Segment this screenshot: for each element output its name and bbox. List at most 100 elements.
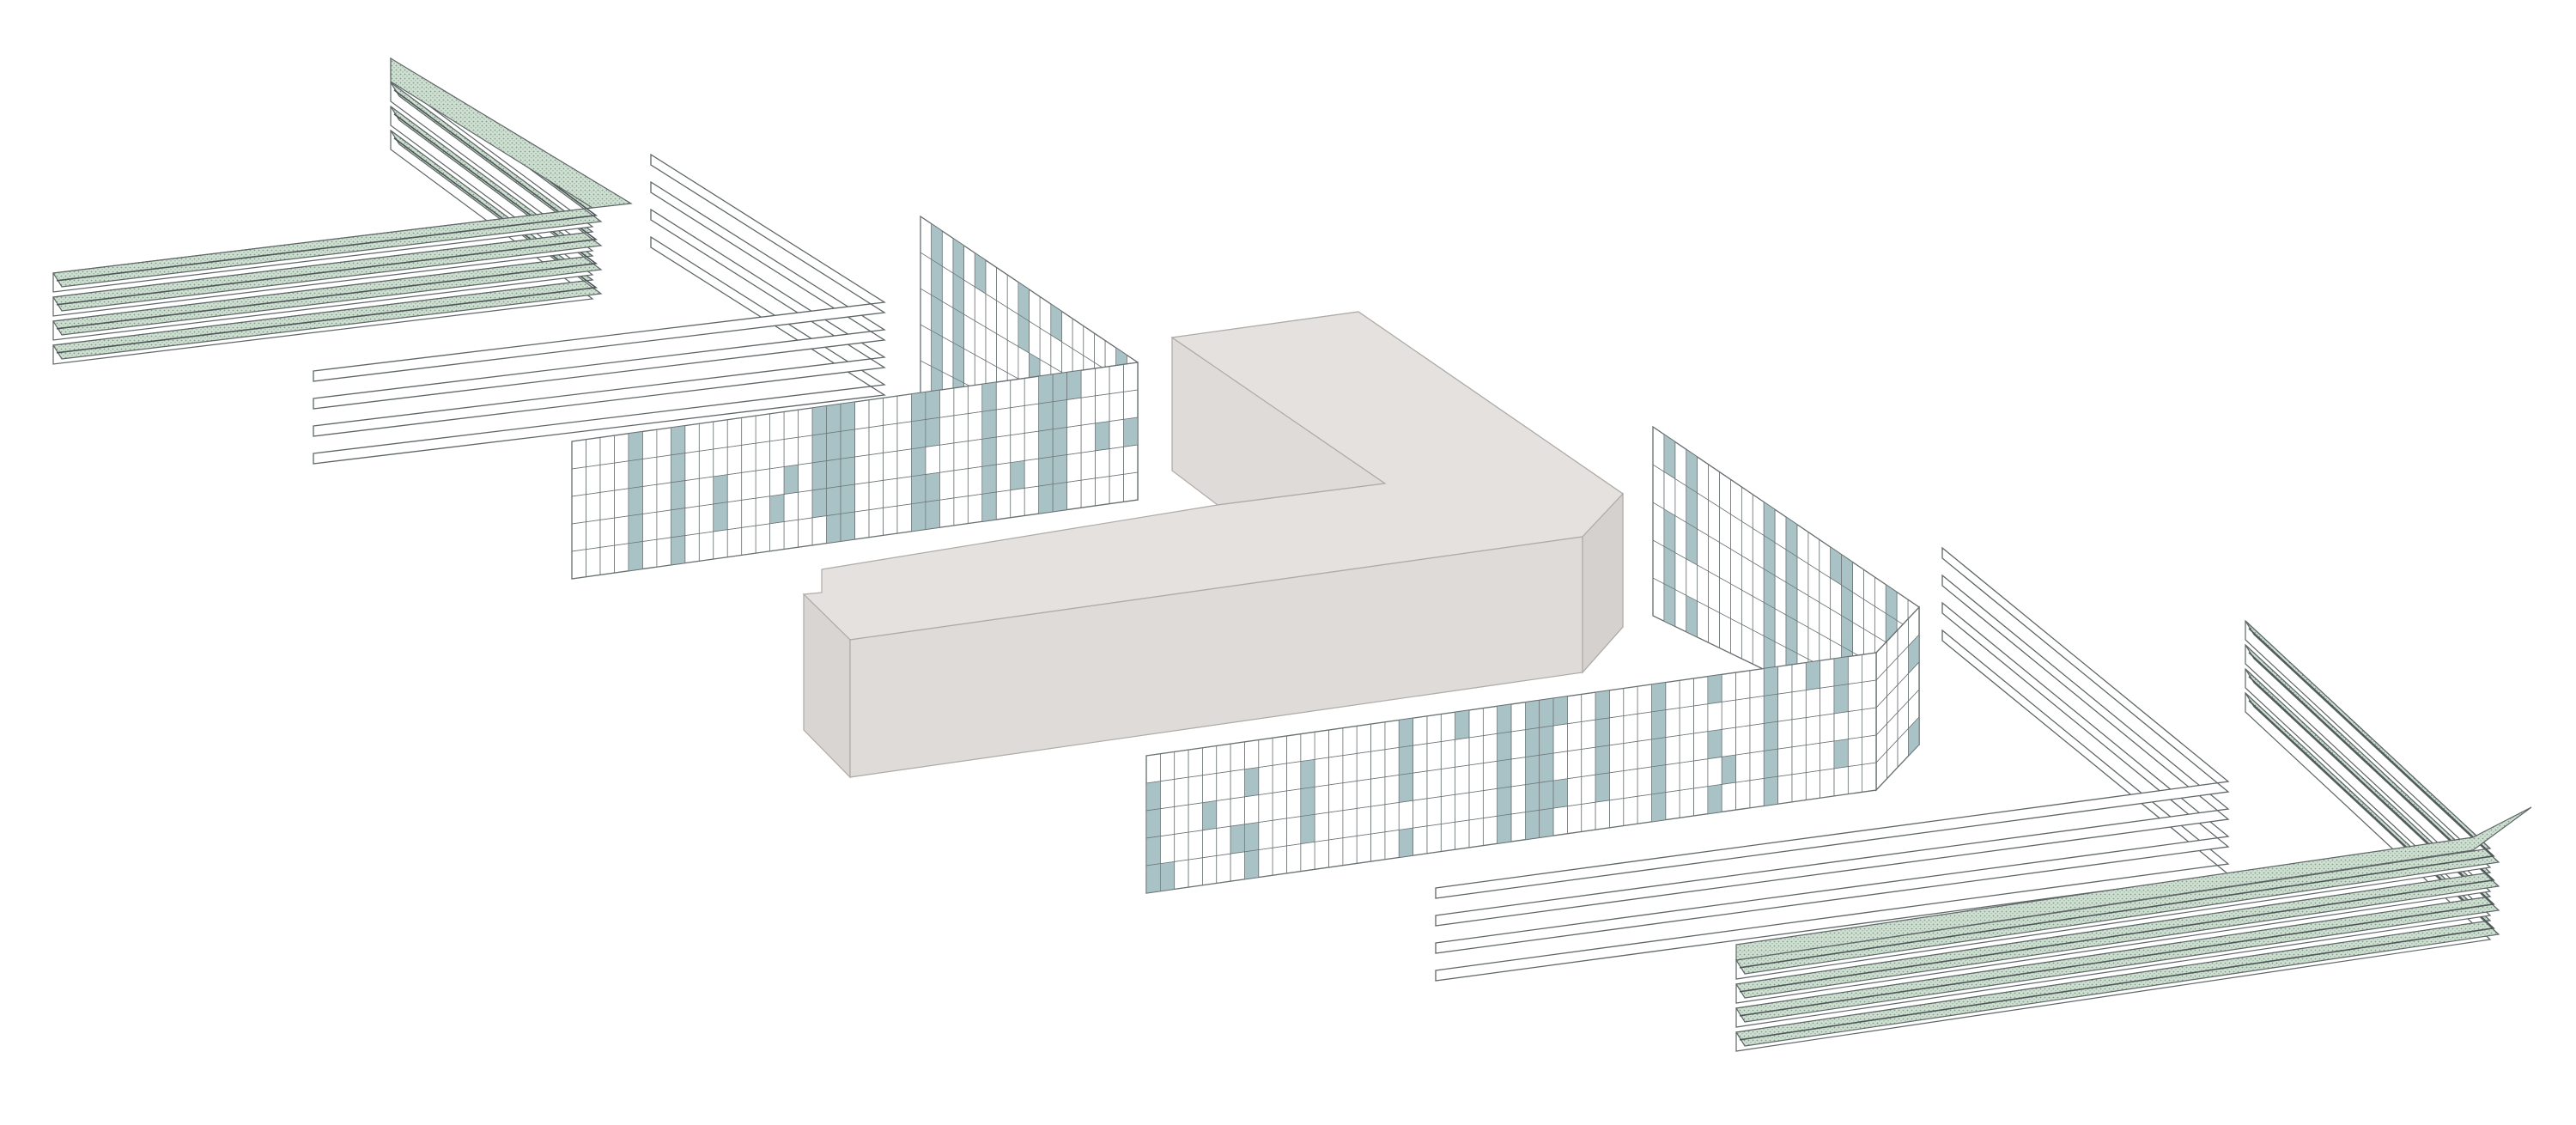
- facade-upper-front-cell: [670, 425, 686, 456]
- facade-upper-front-cell: [811, 405, 827, 436]
- facade-lower-front-cell: [1805, 660, 1820, 690]
- slab-edges-lower-slab: [1435, 546, 2230, 899]
- facade-lower-front-cell: [1833, 656, 1849, 687]
- facade-upper-front-cell: [981, 464, 997, 495]
- facade-upper-front-cell: [628, 459, 643, 490]
- slab-edges-upper-slab: [313, 180, 886, 410]
- facade-lower-front-cell: [1763, 748, 1778, 779]
- facade-lower-side-cell: [1763, 534, 1776, 576]
- facade-upper-front-cell: [1038, 429, 1054, 459]
- facade-upper-front-cell: [911, 502, 927, 532]
- cladding-lower-fold-line: [1739, 676, 2495, 1017]
- facade-lower-front: [1145, 652, 1877, 894]
- facade-lower-front-cell: [1524, 809, 1540, 841]
- facade-upper-front-cell: [911, 419, 927, 450]
- facade-lower-front-cell: [1707, 728, 1722, 760]
- facade-lower-front-cell: [1455, 709, 1470, 740]
- facade-lower-front-cell: [1707, 673, 1722, 705]
- facade-upper-front-cell: [670, 508, 686, 538]
- facade-lower-front-cell: [1763, 693, 1778, 724]
- facade-upper-front-cell: [826, 513, 841, 544]
- facade-upper-front-cell: [1038, 374, 1054, 404]
- facade-lower-front-cell: [1539, 780, 1554, 811]
- slab-edges-upper-slab: [313, 235, 886, 465]
- slab-edges-lower-group: [1435, 546, 2230, 982]
- facade-lower-side-cell: [1686, 594, 1698, 638]
- facade-upper-front-cell: [1010, 459, 1025, 491]
- facade-upper-front-cell: [628, 541, 643, 572]
- facade-upper-front-cell: [981, 381, 997, 412]
- facade-lower-chamfer: [1875, 605, 1920, 792]
- cladding-lower-fold-line: [1739, 652, 2495, 993]
- slab-edges-upper-slab: [313, 208, 886, 437]
- facade-upper-front-cell: [670, 535, 686, 566]
- facade-upper-front-cell: [1066, 369, 1082, 400]
- facade-lower-side-cell: [1785, 581, 1798, 622]
- slab-edges-lower-slab: [1435, 601, 2230, 954]
- building-mass-group: [802, 311, 1624, 779]
- facade-lower-front-cell: [1145, 808, 1161, 839]
- facade-upper-front: [571, 362, 1139, 580]
- facade-upper-front-cell: [670, 453, 686, 483]
- facade-upper-front-cell: [925, 471, 940, 502]
- facade-lower-side-cell: [1686, 485, 1698, 530]
- cladding-upper-fold-line: [56, 137, 598, 354]
- facade-upper-front-cell: [1052, 399, 1067, 430]
- facade-upper-front-cell: [925, 499, 940, 530]
- facade-upper-front-cell: [783, 464, 799, 495]
- cladding-lower-band: [1735, 620, 2500, 975]
- facade-upper-front-cell: [1123, 417, 1139, 447]
- facade-upper-front-cell: [925, 417, 940, 447]
- cladding-upper-fold-line: [56, 113, 598, 330]
- facade-lower-side-cell: [1663, 583, 1676, 628]
- facade-upper-side-cell: [931, 222, 943, 267]
- facade-upper-front-cell: [826, 485, 841, 517]
- facade-lower-front-cell: [1763, 721, 1778, 751]
- cladding-lower-fold-line: [1739, 700, 2495, 1041]
- facade-upper-front-cell: [840, 511, 855, 542]
- facade-upper-front-cell: [840, 401, 855, 432]
- facade-lower-front-cell: [1552, 696, 1568, 727]
- cladding-lower-band: [1735, 644, 2500, 999]
- facade-upper-side-cell: [931, 258, 943, 302]
- facade-lower-front-cell: [1651, 709, 1667, 740]
- facade-lower-front-cell: [1552, 778, 1568, 809]
- facade-upper-side-cell: [931, 330, 943, 373]
- cladding-upper-band: [52, 82, 603, 312]
- facade-upper-front-cell: [670, 480, 686, 511]
- facade-upper-front-cell: [1052, 482, 1067, 513]
- facade-lower-front-cell: [1230, 824, 1245, 854]
- facade-upper-front-cell: [840, 429, 855, 459]
- facade-upper-front-cell: [911, 474, 927, 505]
- facade-lower-front-cell: [1300, 758, 1315, 790]
- facade-upper-front-cell: [1052, 454, 1067, 485]
- cladding-upper-band: [52, 106, 603, 336]
- facade-lower-chamfer-cell: [1908, 716, 1920, 757]
- facade-lower-front-cell: [1145, 836, 1161, 867]
- facade-lower-front-cell: [1300, 813, 1315, 845]
- facade-lower-side-cell: [1686, 521, 1698, 566]
- facade-lower-front-cell: [1763, 666, 1778, 696]
- facade-lower-front-cell: [1497, 703, 1512, 734]
- cladding-upper-fold-line: [56, 89, 598, 306]
- facade-lower-side-cell: [1763, 568, 1776, 610]
- facade-lower-front-cell: [1651, 682, 1667, 713]
- facade-upper-front-cell: [628, 514, 643, 544]
- facade-lower-side-cell: [1785, 614, 1798, 654]
- facade-lower-front-cell: [1539, 725, 1554, 756]
- slab-edges-upper-group: [313, 153, 886, 465]
- facade-lower-front-cell: [1833, 684, 1849, 715]
- facade-upper-front-cell: [713, 502, 728, 532]
- facade-upper-front-cell: [911, 392, 927, 423]
- facade-upper-front-cell: [981, 491, 997, 522]
- facade-upper-front-cell: [713, 474, 728, 505]
- facade-lower-front-cell: [1833, 739, 1849, 769]
- cladding-lower-band: [1735, 668, 2500, 1023]
- facade-upper-front-cell: [811, 460, 827, 491]
- facade-lower-front-cell: [1202, 800, 1218, 831]
- facade-lower-front-cell: [1721, 754, 1736, 785]
- facade-upper-front-cell: [981, 436, 997, 467]
- slab-edges-lower-slab: [1435, 629, 2230, 982]
- facade-upper-front-cell: [1038, 456, 1054, 487]
